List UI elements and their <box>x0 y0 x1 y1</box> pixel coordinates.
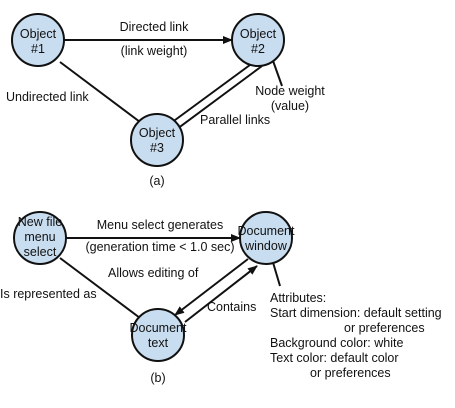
caption-a: (a) <box>149 174 164 188</box>
node-object-3-line-2: #3 <box>150 141 164 155</box>
node-new-file-line-1: New file <box>18 215 63 229</box>
caption-b: (b) <box>150 371 165 385</box>
label-contains: Contains <box>207 300 256 314</box>
node-document-window-line-2: window <box>244 239 288 253</box>
node-document-window <box>239 211 293 265</box>
label-node-weight-line-2: (value) <box>271 99 309 113</box>
node-new-file-line-3: select <box>24 245 57 259</box>
label-allows-editing-of: Allows editing of <box>108 266 199 280</box>
node-weight-pointer <box>271 57 283 87</box>
node-object-2-line-1: Object <box>240 27 277 41</box>
node-document-text-line-2: text <box>148 336 169 350</box>
diagram-a: Object #1 Object #2 Object #3 Directed l… <box>6 13 325 188</box>
node-object-2-line-2: #2 <box>251 42 265 56</box>
node-new-file-line-2: menu <box>24 230 55 244</box>
node-document-text <box>131 308 185 362</box>
label-parallel-links: Parallel links <box>200 113 270 127</box>
node-object-1-line-2: #1 <box>31 42 45 56</box>
node-object-3 <box>130 113 184 167</box>
edge-parallel-link-2 <box>176 65 263 130</box>
diagram-b: New file menu select Document window Doc… <box>0 211 442 385</box>
node-new-file-menu-select <box>13 211 67 265</box>
edge-allows-editing-of <box>174 258 249 316</box>
label-menu-select-generates: Menu select generates <box>97 218 223 232</box>
edge-contains <box>184 265 258 323</box>
edge-is-represented-as <box>59 257 141 319</box>
node-document-window-line-1: Document <box>238 224 295 238</box>
node-object-1-line-1: Object <box>20 27 57 41</box>
node-object-2 <box>231 13 285 67</box>
attributes-line-3: or preferences <box>344 321 425 335</box>
label-generation-time: (generation time < 1.0 sec) <box>85 240 234 254</box>
label-node-weight-line-1: Node weight <box>255 84 325 98</box>
label-undirected-link: Undirected link <box>6 90 89 104</box>
node-document-text-line-1: Document <box>130 321 187 335</box>
node-object-1 <box>11 13 65 67</box>
label-link-weight: (link weight) <box>121 44 188 58</box>
attributes-line-6: or preferences <box>310 366 391 380</box>
node-object-3-line-1: Object <box>139 126 176 140</box>
edge-undirected-link <box>59 61 141 123</box>
attributes-line-4: Background color: white <box>270 336 403 350</box>
attributes-line-5: Text color: default color <box>270 351 399 365</box>
edge-parallel-link-1 <box>170 61 255 124</box>
label-is-represented-as: Is represented as <box>0 287 97 301</box>
attributes-line-2: Start dimension: default setting <box>270 306 442 320</box>
label-directed-link: Directed link <box>120 20 190 34</box>
attributes-line-1: Attributes: <box>270 291 326 305</box>
